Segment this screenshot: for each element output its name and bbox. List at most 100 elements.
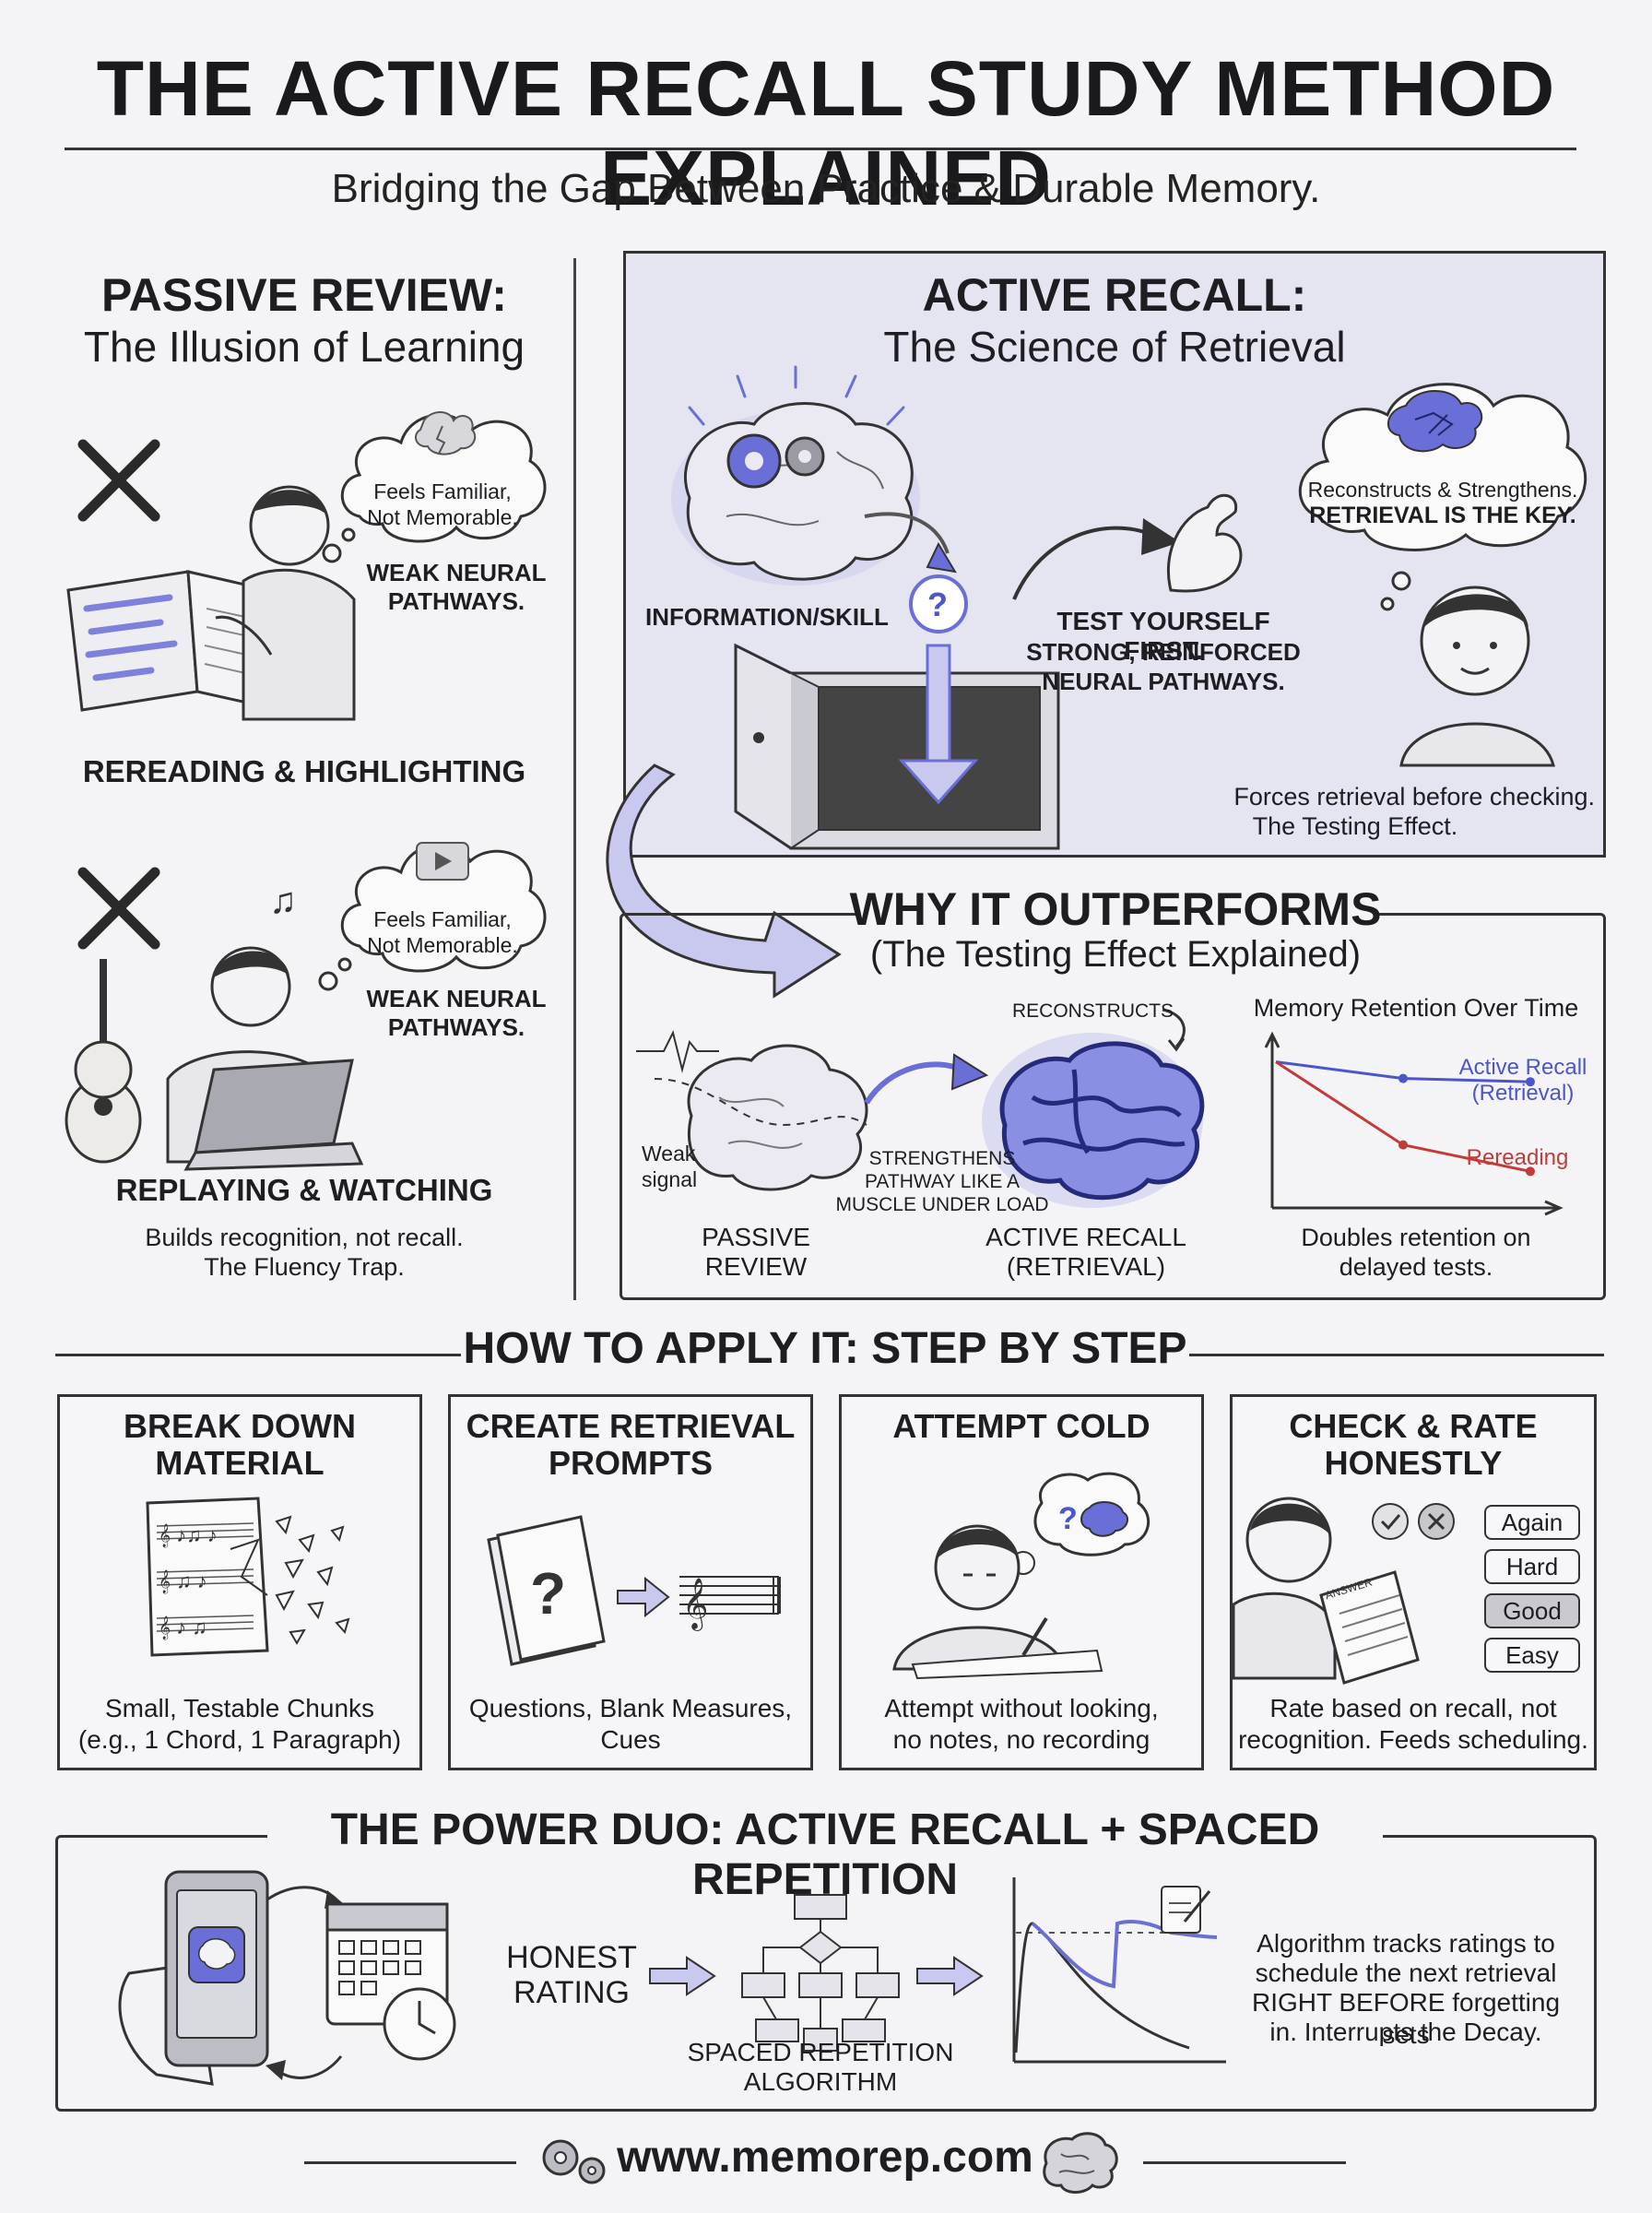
svg-text:?: ? [530,1560,566,1627]
svg-text:𝄞 ♪♫ ♪: 𝄞 ♪♫ ♪ [159,1523,218,1547]
phone-calendar-illustration [118,1870,456,2086]
passive-label-1: REREADING & HIGHLIGHTING [82,754,526,788]
why-subheading: (The Testing Effect Explained) [869,934,1362,975]
brain-vault-illustration: ? [671,365,1060,850]
legend-rereading: Rereading [1466,1145,1569,1170]
thought-bubble-icon [322,411,547,563]
series-1-point-2 [1526,1166,1535,1177]
svg-text:𝄞 ♪ ♫: 𝄞 ♪ ♫ [159,1615,207,1639]
question-card-icon: ? 𝄞 [487,1515,781,1666]
step-4-title-2: HONESTLY [1324,1444,1503,1482]
steps-heading: HOW TO APPLY IT: STEP BY STEP [463,1324,1187,1373]
passive-heading: PASSIVE REVIEW: [101,269,507,321]
step-4-title-1: CHECK & RATE [1289,1407,1538,1445]
curved-arrow-icon [1012,518,1180,600]
passive-caption-1: Builds recognition, not recall. [145,1224,464,1251]
step-3-cap-1: Attempt without looking, [884,1694,1159,1722]
cross-icon [77,867,160,950]
step-1-cap-1: Small, Testable Chunks [104,1694,375,1722]
writing-student-illustration: ? [892,1472,1150,1680]
passive-review-label: PASSIVE REVIEW [702,1223,810,1282]
sheet-music-shatter-icon: 𝄞 ♪♫ ♪ 𝄞 ♫ ♪ 𝄞 ♪ ♫ [146,1497,350,1657]
footer-url-link[interactable]: www.memorep.com [617,2133,1033,2182]
step-4-cap-2: recognition. Feeds scheduling. [1238,1725,1588,1754]
rating-again-button[interactable]: Again [1484,1505,1580,1540]
flowchart-icon [741,1894,900,2052]
legend-active-recall: Active Recall (Retrieval) [1458,1055,1587,1106]
test-label-1: TEST YOURSELF FIRST. [1056,607,1270,665]
why-caption-1: Doubles retention on [1301,1224,1531,1251]
active-thought-2: RETRIEVAL IS THE KEY. [1309,503,1576,528]
title-underline [65,148,1576,150]
passive-note-2: WEAK NEURAL PATHWAYS. [366,985,547,1041]
step-4-cap-1: Rate based on recall, not [1269,1694,1557,1722]
reconstructs-label: RECONSTRUCTS [1012,1000,1174,1022]
brain-icon [1043,2132,1118,2194]
passive-label-2: REPLAYING & WATCHING [115,1173,493,1207]
active-subheading: The Science of Retrieval [883,323,1346,371]
forgetting-curve-graph [1012,1877,1226,2064]
svg-text:?: ? [927,586,948,623]
passive-thought-1: Feels Familiar, Not Memorable. [367,479,518,529]
confident-student-illustration [1399,586,1555,767]
gears-icon [542,2139,606,2184]
strong-brain-illustration [982,1033,1205,1208]
page-subtitle: Bridging the Gap Between Practice & Dura… [331,166,1321,211]
duo-caption-1: Algorithm tracks ratings to [1257,1929,1555,1958]
rating-easy-button[interactable]: Easy [1484,1638,1580,1673]
active-heading: ACTIVE RECALL: [922,269,1307,321]
step-1-title-2: MATERIAL [155,1444,324,1482]
checking-student-illustration [1232,1497,1420,1685]
step-attempt-cold [839,1394,1204,1770]
svg-text:𝄞 ♫ ♪: 𝄞 ♫ ♪ [159,1569,207,1593]
series-1-point-1 [1398,1140,1408,1150]
svg-text:?: ? [1058,1501,1078,1536]
honest-rating-1: HONEST [506,1940,637,1975]
arrow-right-icon [916,1956,984,1996]
passive-thought-2: Feels Familiar, Not Memorable. [367,907,518,957]
step-1-cap-2: (e.g., 1 Chord, 1 Paragraph) [77,1725,402,1754]
weak-brain-illustration [636,1030,868,1191]
svg-text:𝄞: 𝄞 [682,1579,708,1631]
rating-hard-button[interactable]: Hard [1484,1549,1580,1584]
column-divider [573,258,576,1300]
test-label-2: STRONG, REINFORCED [1026,638,1301,666]
duo-caption-4: in. Interrupts the Decay. [1269,2018,1542,2046]
passive-subheading: The Illusion of Learning [83,323,525,371]
step-1-title-1: BREAK DOWN [124,1407,356,1445]
active-recall-label: ACTIVE RECALL (RETRIEVAL) [985,1223,1186,1282]
cross-icon [77,439,160,522]
series-0-point-1 [1398,1073,1408,1083]
algo-label-2: ALGORITHM [743,2067,898,2096]
step-2-title-1: CREATE RETRIEVAL [466,1407,796,1445]
step-3-title-1: ATTEMPT COLD [892,1407,1150,1445]
series-0-point-2 [1526,1077,1535,1087]
strengthens-label: STRENGTHENS PATHWAY LIKE A MUSCLE UNDER … [835,1148,1049,1216]
weak-signal-label: Weak signal [642,1142,698,1191]
why-caption-2: delayed tests. [1339,1253,1493,1281]
algo-label-1: SPACED REPETITION [687,2038,954,2066]
step-create-prompts [448,1394,813,1770]
active-thought-1: Reconstructs & Strengthens. [1307,478,1578,502]
curl-arrow-icon [1162,1008,1186,1052]
duo-caption-2: schedule the next retrieval [1255,1959,1557,1987]
clipboard-icon [1161,1886,1201,1934]
flexed-muscle-icon [1166,493,1243,593]
duo-caption-3: RIGHT BEFORE forgetting sets [1251,1988,1561,2049]
active-caption-1: Forces retrieval before checking. [1233,783,1595,811]
passive-note-1: WEAK NEURAL PATHWAYS. [366,559,547,615]
passive-caption-2: The Fluency Trap. [204,1253,405,1281]
arrow-right-icon [649,1956,716,1996]
check-icon [1372,1503,1409,1540]
test-label-3: NEURAL PATHWAYS. [1042,668,1285,695]
step-3-cap-2: no notes, no recording [892,1725,1150,1754]
honest-rating-2: RATING [513,1975,630,2010]
info-skill-label: INFORMATION/SKILL [645,603,889,631]
svg-text:♫: ♫ [269,881,297,921]
thought-bubble-icon [1298,383,1587,611]
swoop-arrow-icon [606,763,842,999]
step-2-cap-1: Questions, Blank Measures, [468,1694,793,1722]
rating-good-button[interactable]: Good [1484,1593,1580,1628]
thought-bubble-icon [318,842,547,991]
why-heading: WHY IT OUTPERFORMS [849,883,1382,935]
